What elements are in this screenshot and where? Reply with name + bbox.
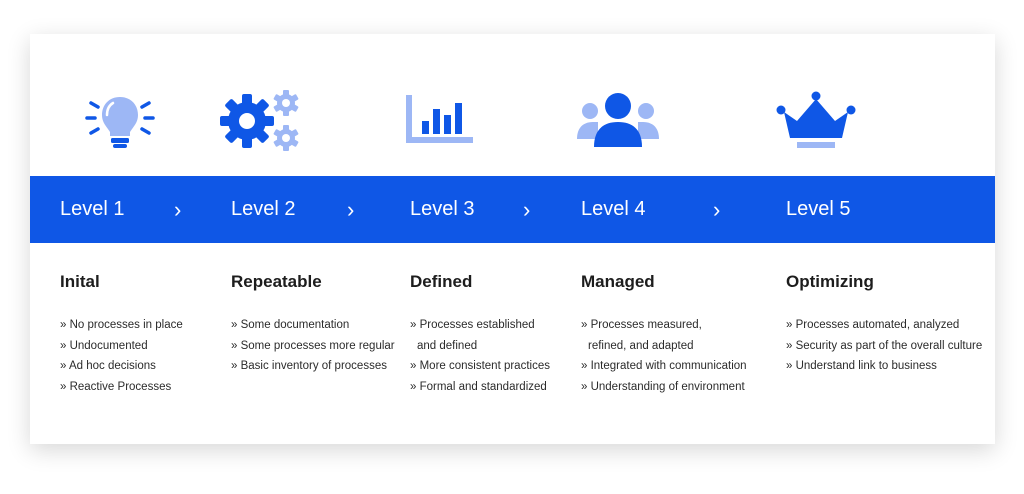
maturity-model-card: Level 1 › Level 2 › Level 3 › Level 4 › … [30,34,995,444]
list-item: » Some processes more regular [231,339,395,352]
list-item: » Formal and standardized [410,380,547,393]
list-item: and defined [417,339,478,352]
level-1-column: Inital » No processes in place » Undocum… [60,272,260,397]
list-item: » More consistent practices [410,360,550,372]
level-4-column: Managed » Processes measured, refined, a… [581,272,781,397]
chevron-right-icon: › [347,197,355,222]
level-1-label: Level 1 [60,198,125,220]
list-item: » Reactive Processes [60,380,172,393]
list-item: » Basic inventory of processes [231,360,387,372]
list-item: » Integrated with communication [581,360,747,372]
list-item: » Understanding of environment [581,380,745,393]
list-item: » Processes established [410,319,535,331]
level-5-column: Optimizing » Processes automated, analyz… [786,272,986,377]
level-5-title: Optimizing [786,272,874,291]
chevron-right-icon: › [713,197,721,222]
list-item: » No processes in place [60,319,183,331]
level-3-list: » Processes established and defined » Mo… [410,315,610,397]
level-4-label: Level 4 [581,198,646,220]
list-item: » Ad hoc decisions [60,360,156,372]
level-2-column: Repeatable » Some documentation » Some p… [231,272,431,377]
level-2-list: » Some documentation » Some processes mo… [231,315,431,377]
team-icon [573,86,663,156]
gears-icon [213,86,303,156]
lightbulb-icon [75,86,165,156]
level-3-label: Level 3 [410,198,475,220]
level-2-label: Level 2 [231,198,296,220]
list-item: refined, and adapted [588,339,694,352]
level-1-list: » No processes in place » Undocumented »… [60,315,260,397]
level-3-title: Defined [410,272,473,291]
level-3-column: Defined » Processes established and defi… [410,272,610,397]
level-4-list: » Processes measured, refined, and adapt… [581,315,781,397]
chevron-right-icon: › [174,197,182,222]
crown-icon [771,86,861,156]
list-item: » Some documentation [231,319,350,331]
level-1-title: Inital [60,272,100,291]
list-item: » Security as part of the overall cultur… [786,339,983,352]
levels-band: Level 1 › Level 2 › Level 3 › Level 4 › … [30,176,995,243]
chevron-right-icon: › [523,197,531,222]
bar-chart-icon [394,86,484,156]
level-4-title: Managed [581,272,655,291]
list-item: » Processes automated, analyzed [786,319,960,331]
level-5-list: » Processes automated, analyzed » Securi… [786,315,986,377]
level-5-label: Level 5 [786,198,851,220]
list-item: » Processes measured, [581,319,702,331]
list-item: » Undocumented [60,339,148,352]
list-item: » Understand link to business [786,360,937,372]
level-2-title: Repeatable [231,272,322,291]
